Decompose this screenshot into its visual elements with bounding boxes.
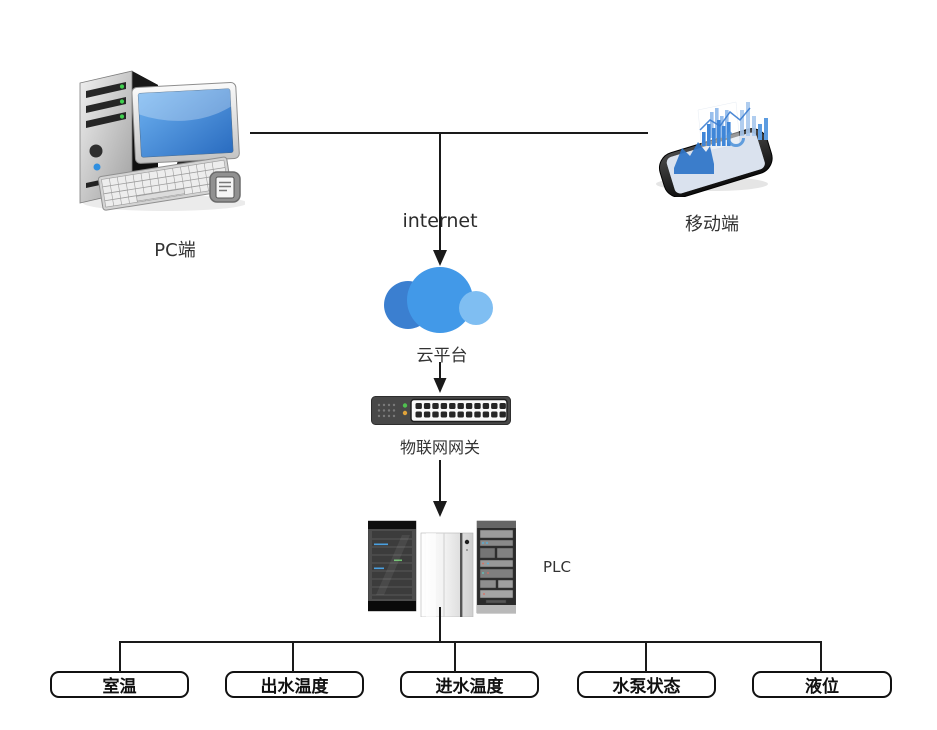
sensor-box-pump-status: 水泵状态 [577, 671, 716, 698]
arrowhead-plc [433, 501, 447, 517]
internet-label: internet [402, 210, 478, 232]
plc-label: PLC [543, 558, 571, 576]
sensor-label: 室温 [102, 677, 137, 697]
plc-cabinets-icon [368, 520, 516, 617]
document-badge-icon [209, 171, 241, 203]
sensor-label: 水泵状态 [612, 677, 681, 697]
gateway-label: 物联网网关 [399, 438, 480, 457]
sensor-label: 出水温度 [260, 677, 329, 697]
sensor-box-outlet-water-temp: 出水温度 [225, 671, 364, 698]
arrowhead-gateway [433, 378, 447, 393]
led-green [402, 403, 408, 408]
pc-computer-icon [79, 70, 245, 211]
cloud-icon [384, 267, 493, 333]
sensor-box-room-temp: 室温 [50, 671, 189, 698]
sensor-label: 进水温度 [435, 677, 504, 697]
led-orange [402, 410, 408, 416]
sensor-box-inlet-water-temp: 进水温度 [400, 671, 539, 698]
mobile-phone-icon [656, 101, 773, 197]
cloud-label: 云平台 [416, 346, 468, 366]
network-switch-icon [371, 396, 511, 425]
mobile-label: 移动端 [685, 214, 739, 235]
pc-label: PC端 [154, 240, 196, 261]
sensor-box-liquid-level: 液位 [752, 671, 892, 698]
sensor-label: 液位 [805, 677, 839, 697]
